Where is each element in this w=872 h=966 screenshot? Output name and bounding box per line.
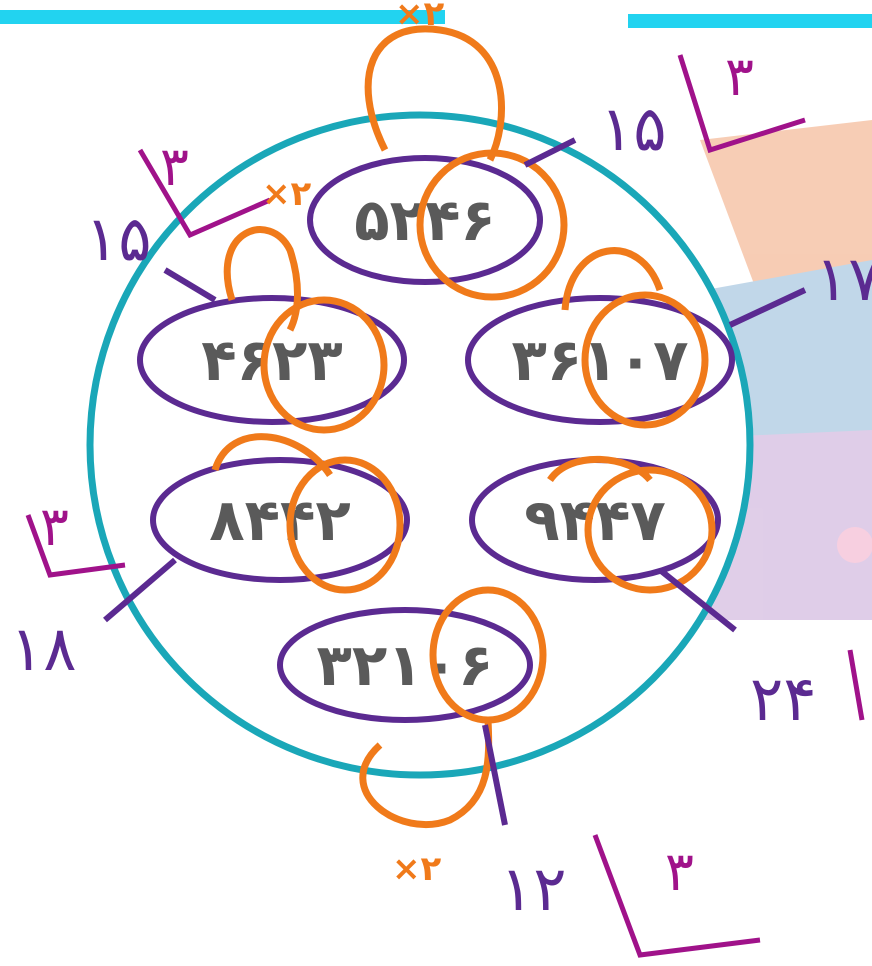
- multiplier-top: ×۲: [395, 0, 444, 34]
- sum-bottom-left: ۱۸: [10, 612, 77, 685]
- divisor-top-left: ۳: [160, 135, 189, 198]
- number-oval: ۳۶۱۰۷: [465, 295, 735, 425]
- number-oval: ۸۴۴۲: [150, 457, 410, 583]
- number-text: ۳۲۱۰۶: [316, 631, 493, 699]
- sum-top: ۱۵: [600, 92, 667, 165]
- main-circle: [86, 111, 754, 779]
- division-brackets: [25, 54, 865, 958]
- number-oval: ۵۲۴۶: [307, 155, 543, 285]
- number-text: ۳۶۱۰۷: [511, 326, 688, 394]
- orange-highlight-marks: [211, 25, 716, 828]
- number-oval: ۳۲۱۰۶: [277, 607, 533, 723]
- divisor-top: ۳: [725, 45, 754, 108]
- divisor-bottom-left: ۳: [40, 495, 69, 558]
- cyan-bar-right: [628, 14, 872, 28]
- divisor-bottom: ۳: [665, 840, 694, 903]
- number-oval: ۴۶۲۳: [137, 295, 407, 425]
- sum-top-left: ۱۵: [85, 202, 152, 275]
- sum-bottom-right: ۲۴: [750, 662, 817, 735]
- sum-mid-right: ۱۷: [815, 242, 872, 315]
- multiplier-bottom: ×۲: [392, 849, 441, 889]
- number-text: ۸۴۴۲: [209, 486, 351, 554]
- cyan-bar-left: [0, 10, 445, 24]
- number-oval: ۹۴۴۷: [469, 457, 721, 583]
- multiplier-left: ×۲: [262, 174, 311, 214]
- purple-arrows: [103, 137, 807, 826]
- sum-bottom: ۱۲: [500, 852, 567, 925]
